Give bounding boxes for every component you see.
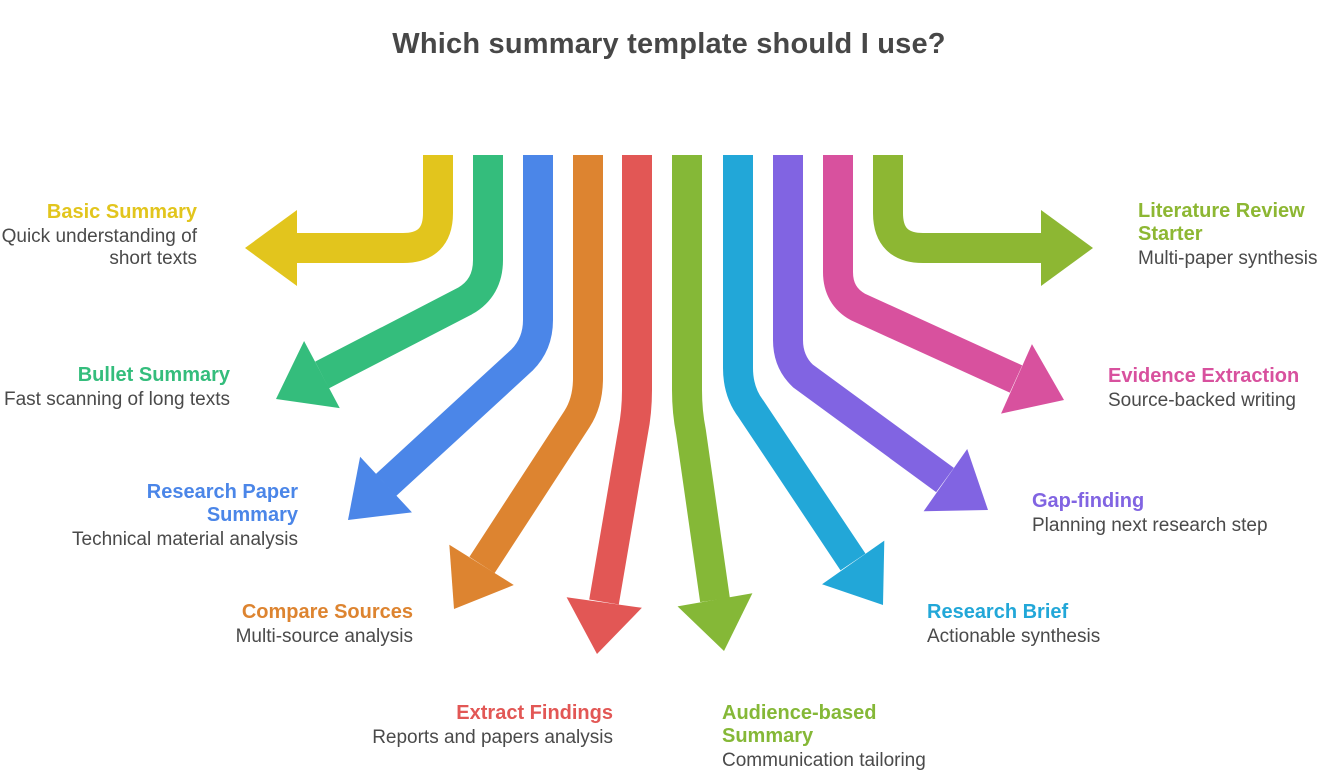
label-extract-findings: Extract Findings Reports and papers anal… bbox=[313, 702, 613, 749]
label-audience-based-summary-desc: Communication tailoring bbox=[722, 750, 926, 771]
arrow-research-brief bbox=[723, 155, 866, 571]
label-bullet-summary: Bullet Summary Fast scanning of long tex… bbox=[0, 364, 230, 411]
label-audience-based-summary-title: Audience-based Summary bbox=[722, 702, 877, 747]
label-compare-sources-title: Compare Sources bbox=[241, 601, 413, 623]
arrow-literature-review-starter bbox=[873, 155, 1041, 263]
arrowhead-audience-based-summary bbox=[677, 593, 753, 651]
page-title: Which summary template should I use? bbox=[392, 28, 946, 60]
label-bullet-summary-title: Bullet Summary bbox=[77, 364, 230, 386]
label-extract-findings-desc: Reports and papers analysis bbox=[372, 727, 613, 748]
arrowhead-research-paper-summary bbox=[348, 456, 412, 520]
label-research-paper-summary-title: Research Paper Summary bbox=[146, 481, 298, 526]
arrow-research-paper-summary bbox=[375, 155, 553, 497]
label-compare-sources: Compare Sources Multi-source analysis bbox=[113, 601, 413, 648]
arrow-extract-findings bbox=[589, 155, 652, 605]
label-extract-findings-title: Extract Findings bbox=[456, 702, 613, 724]
arrow-gap-finding bbox=[773, 155, 954, 493]
arrowhead-research-brief bbox=[822, 540, 885, 605]
label-evidence-extraction: Evidence Extraction Source-backed writin… bbox=[1108, 365, 1338, 412]
label-gap-finding-desc: Planning next research step bbox=[1032, 515, 1268, 536]
arrowhead-bullet-summary bbox=[276, 341, 340, 409]
arrowhead-basic-summary bbox=[245, 210, 297, 286]
arrowhead-evidence-extraction bbox=[1001, 344, 1064, 414]
label-compare-sources-desc: Multi-source analysis bbox=[235, 626, 413, 647]
arrow-evidence-extraction bbox=[823, 155, 1023, 393]
arrowhead-gap-finding bbox=[923, 449, 988, 512]
arrowhead-extract-findings bbox=[566, 597, 642, 654]
label-bullet-summary-desc: Fast scanning of long texts bbox=[3, 389, 230, 410]
arrow-compare-sources bbox=[469, 155, 603, 574]
label-research-brief-title: Research Brief bbox=[927, 601, 1069, 623]
label-evidence-extraction-desc: Source-backed writing bbox=[1108, 390, 1296, 411]
arrow-bullet-summary bbox=[315, 155, 503, 389]
label-basic-summary: Basic Summary Quick understanding of sho… bbox=[0, 201, 197, 270]
label-research-brief-desc: Actionable synthesis bbox=[927, 626, 1101, 647]
label-gap-finding-title: Gap-finding bbox=[1032, 490, 1145, 512]
label-research-brief: Research Brief Actionable synthesis bbox=[927, 601, 1227, 648]
arrowhead-compare-sources bbox=[449, 544, 514, 609]
arrowhead-literature-review-starter bbox=[1041, 210, 1093, 286]
label-basic-summary-title: Basic Summary bbox=[46, 201, 197, 223]
label-research-paper-summary: Research Paper Summary Technical materia… bbox=[0, 481, 298, 551]
label-literature-review-starter-title: Literature Review Starter bbox=[1138, 200, 1305, 245]
label-literature-review-starter-desc: Multi-paper synthesis bbox=[1138, 248, 1318, 269]
arrow-audience-based-summary bbox=[672, 155, 730, 603]
arrow-basic-summary bbox=[297, 155, 453, 263]
label-literature-review-starter: Literature Review Starter Multi-paper sy… bbox=[1138, 200, 1338, 270]
label-audience-based-summary: Audience-based Summary Communication tai… bbox=[722, 702, 1022, 772]
label-evidence-extraction-title: Evidence Extraction bbox=[1108, 365, 1300, 387]
label-basic-summary-desc: Quick understanding of short texts bbox=[1, 226, 197, 269]
label-research-paper-summary-desc: Technical material analysis bbox=[72, 529, 298, 550]
label-gap-finding: Gap-finding Planning next research step bbox=[1032, 490, 1332, 537]
